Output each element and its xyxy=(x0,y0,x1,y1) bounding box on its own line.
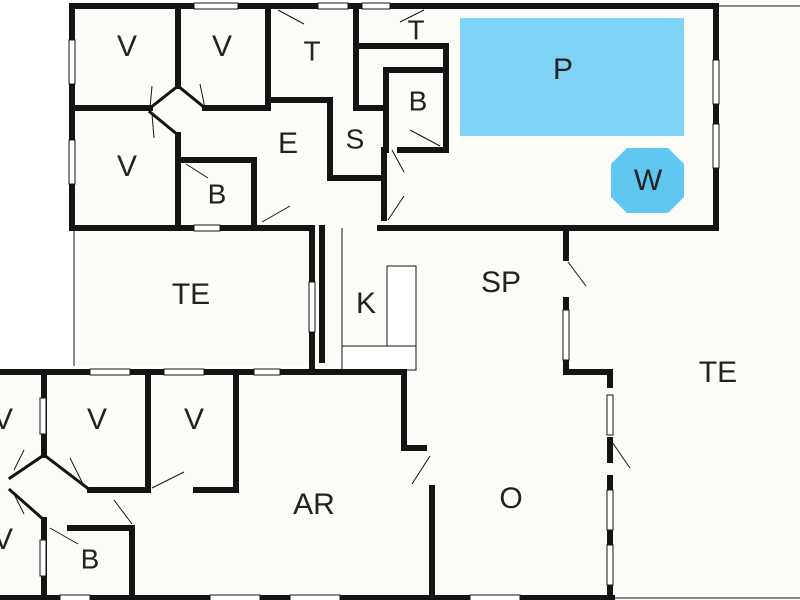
window xyxy=(606,544,614,586)
door-swing xyxy=(149,85,153,109)
room-label-dining: SP xyxy=(481,266,521,299)
diag-upper-a xyxy=(147,83,181,111)
floor-lower-wing xyxy=(0,370,435,600)
wall-b-bottom-top xyxy=(67,525,135,600)
window xyxy=(39,397,47,435)
diag-upper-b xyxy=(175,83,208,111)
room-label-toilet: T xyxy=(303,35,320,66)
window xyxy=(253,368,281,376)
window xyxy=(68,139,76,185)
door-swing xyxy=(261,205,291,223)
window xyxy=(469,594,521,600)
kitchen-island xyxy=(386,265,417,347)
wall-ar-right xyxy=(401,369,427,451)
window xyxy=(712,59,720,105)
diag-upper-c xyxy=(147,109,181,138)
window xyxy=(361,2,391,10)
kitchen-counters xyxy=(341,228,417,371)
room-label-bedroom: V xyxy=(117,30,137,63)
room-label-sauna: S xyxy=(346,123,365,154)
room-label-bedroom: V xyxy=(87,403,107,436)
window xyxy=(68,39,76,85)
window xyxy=(193,224,221,232)
door-swing xyxy=(113,499,133,525)
windows xyxy=(39,2,720,600)
room-label-living: O xyxy=(499,482,522,515)
door-swing xyxy=(391,149,405,173)
window xyxy=(163,368,205,376)
door-swing xyxy=(13,449,25,471)
door-swing xyxy=(185,163,209,179)
door-swing xyxy=(277,9,305,25)
window xyxy=(209,594,261,600)
window xyxy=(89,368,131,376)
room-label-kitchen: K xyxy=(356,287,376,320)
door-swing xyxy=(399,9,425,23)
window xyxy=(308,281,316,333)
diagonal-walls xyxy=(7,83,208,523)
diag-lower-b xyxy=(41,452,93,493)
room-label-bedroom: V xyxy=(0,403,13,436)
diag-lower-a xyxy=(7,452,47,481)
room-label-pool: P xyxy=(553,53,573,86)
doors xyxy=(13,9,631,545)
room-label-bathroom: B xyxy=(409,85,428,116)
window xyxy=(317,2,349,10)
window xyxy=(59,594,91,600)
floor-right-lower xyxy=(564,228,716,600)
room-label-bathroom: B xyxy=(81,543,100,574)
room-label-bedroom: V xyxy=(184,403,204,436)
window xyxy=(289,594,341,600)
room-label-activity: AR xyxy=(293,488,335,521)
window xyxy=(712,123,720,169)
diag-lower-c xyxy=(7,487,47,523)
door-swing xyxy=(151,471,185,489)
room-label-toilet: T xyxy=(407,14,424,45)
pool-basin xyxy=(460,18,684,136)
kitchen-counter-main xyxy=(341,345,417,371)
door-swing xyxy=(611,441,631,469)
room-label-bedroom: V xyxy=(0,523,13,556)
door-swing xyxy=(151,113,155,139)
door-swing xyxy=(387,195,405,221)
window xyxy=(606,394,614,436)
door-swing xyxy=(13,493,25,515)
floor-right-terrace xyxy=(716,6,800,600)
room-labels: V V T T P V B E S B W TE K SP TE V V V V… xyxy=(0,14,737,574)
room-label-bathroom: B xyxy=(208,178,227,209)
wall-t-a xyxy=(265,97,387,181)
room-label-whirlpool: W xyxy=(634,164,663,197)
door-swing xyxy=(409,129,441,147)
wall-t-b xyxy=(353,43,449,153)
door-swing xyxy=(69,457,85,487)
wall-v-bottom-b xyxy=(193,369,239,493)
door-swing xyxy=(49,527,79,545)
room-label-bedroom: V xyxy=(117,150,137,183)
wall-b-upper-left xyxy=(175,157,257,231)
terrace-edges xyxy=(73,5,800,599)
window xyxy=(606,489,614,531)
room-label-terrace: TE xyxy=(699,356,737,389)
room-label-bedroom: V xyxy=(212,30,232,63)
door-swing xyxy=(411,455,431,485)
room-label-terrace: TE xyxy=(172,278,210,311)
room-label-entrance: E xyxy=(278,127,298,160)
floor-left-terrace xyxy=(74,230,310,366)
window xyxy=(562,309,570,361)
door-swing xyxy=(199,83,206,109)
door-swing xyxy=(567,261,587,287)
window xyxy=(39,539,47,577)
window xyxy=(193,2,239,10)
whirlpool-basin xyxy=(611,148,684,213)
